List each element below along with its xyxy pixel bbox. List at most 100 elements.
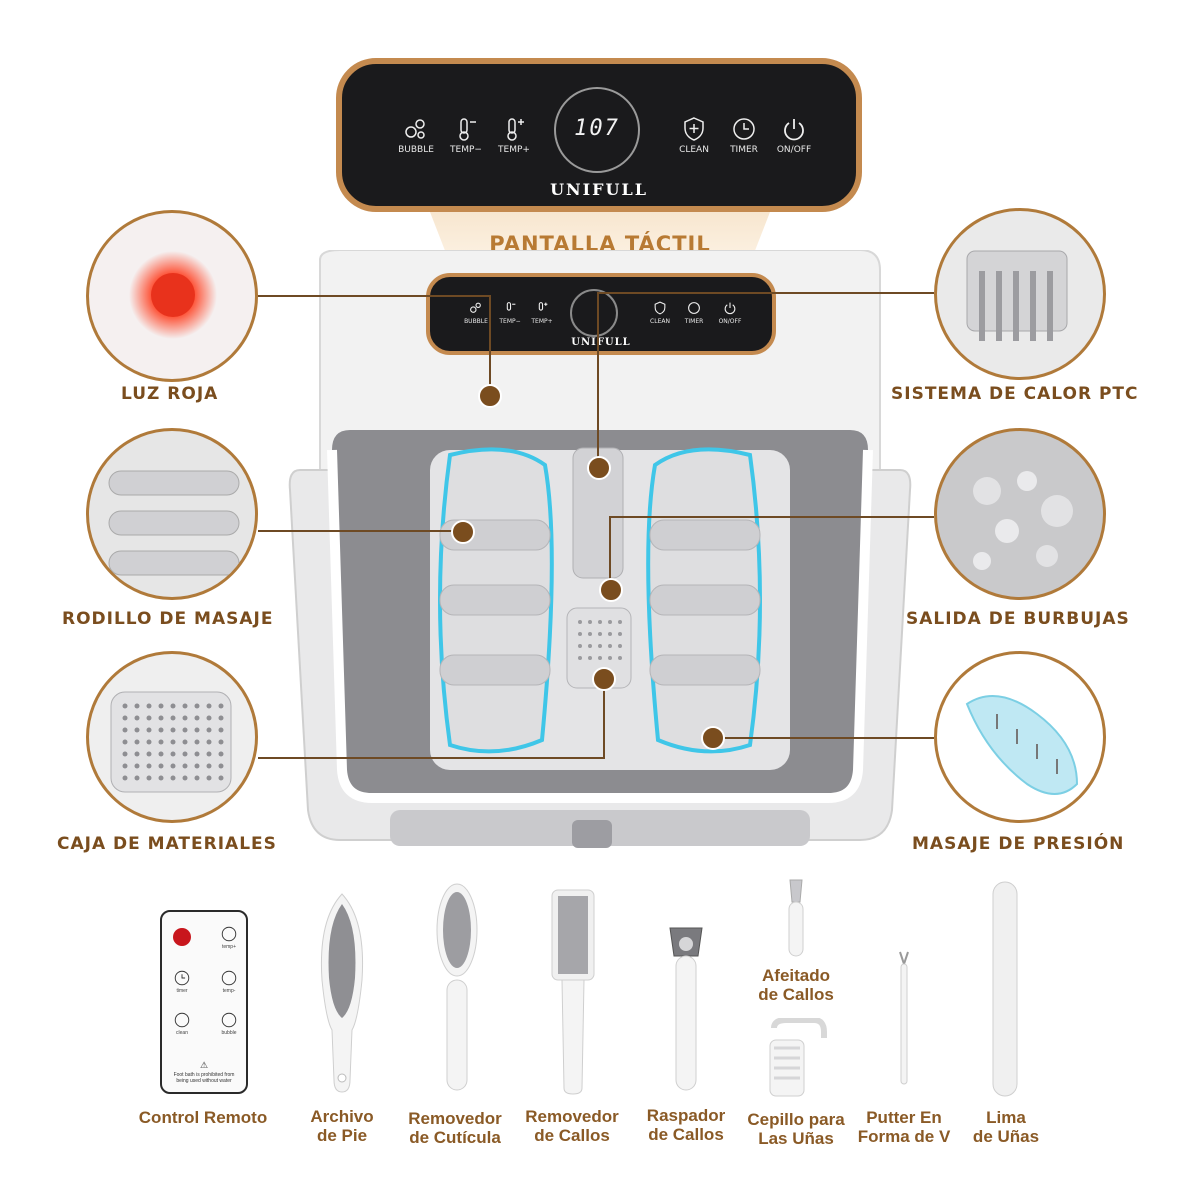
connector-pressure xyxy=(712,737,934,739)
onoff-label: ON/OFF xyxy=(776,145,812,155)
perforation-hole xyxy=(158,727,164,733)
nail-brush-line2: Las Uñas xyxy=(758,1129,834,1148)
foot-file-line2: de Pie xyxy=(316,1126,368,1145)
perforation-hole xyxy=(194,739,200,745)
temperature-display: 107 xyxy=(554,87,640,173)
pressure-marker xyxy=(701,726,725,750)
control-panel-zoom: BUBBLE TEMP− TEMP+ 107 CLEAN xyxy=(336,58,862,212)
perforation-hole xyxy=(122,775,128,781)
red-light-photo xyxy=(86,210,258,382)
nail-file-tool xyxy=(992,881,1018,1097)
brand-logo: UNIFULL xyxy=(550,180,648,199)
perforation-hole xyxy=(194,751,200,757)
callus-remover-tool xyxy=(551,889,595,1095)
temp-minus-label: TEMP− xyxy=(450,145,482,155)
thermometer-minus-icon xyxy=(506,302,516,311)
perforation-hole xyxy=(218,715,224,721)
perforation-hole xyxy=(170,703,176,709)
perforation-hole xyxy=(206,703,212,709)
device-bubble-button[interactable]: BUBBLE xyxy=(458,301,494,325)
perforation-hole xyxy=(122,739,128,745)
ptc-heat-photo xyxy=(934,208,1106,380)
remote-warning-icon: ⚠ xyxy=(200,1060,209,1070)
callus-remover-label: Removedor de Callos xyxy=(525,1107,619,1145)
device-onoff-button[interactable]: ON/OFF xyxy=(710,301,750,325)
nail-file-line1: Lima xyxy=(986,1108,1026,1127)
callus-scraper-tool xyxy=(669,927,703,1091)
perforation-hole xyxy=(194,703,200,709)
device-timer-button[interactable]: TIMER xyxy=(676,301,712,325)
timer-label: TIMER xyxy=(730,145,758,155)
onoff-button[interactable]: ON/OFF xyxy=(770,116,818,155)
perforation-hole xyxy=(218,763,224,769)
ptc-heat-label: SISTEMA DE CALOR PTC xyxy=(891,384,1139,404)
connector-bubble xyxy=(610,516,934,518)
cuticle-remover-tool xyxy=(436,883,478,1091)
perforation-hole xyxy=(194,775,200,781)
pressure-massage-icon xyxy=(965,695,1079,795)
perforation-hole xyxy=(134,703,140,709)
device-temp-plus-button[interactable]: TEMP+ xyxy=(524,301,560,325)
perforation-hole xyxy=(134,775,140,781)
perforation-hole xyxy=(218,775,224,781)
remote-clean: clean xyxy=(170,1012,194,1036)
power-icon xyxy=(784,119,804,141)
device-temp-plus-label: TEMP+ xyxy=(531,318,553,325)
shield-icon xyxy=(174,1012,190,1028)
bubble-outlet-label: SALIDA DE BURBUJAS xyxy=(906,609,1130,629)
perforation-hole xyxy=(182,727,188,733)
red-light-label: LUZ ROJA xyxy=(121,384,219,404)
timer-button[interactable]: TIMER xyxy=(722,116,766,155)
connector-material-box xyxy=(258,757,604,759)
remote-temp-plus: temp+ xyxy=(217,926,241,950)
thermometer-plus-icon xyxy=(538,302,548,311)
connector-red-light xyxy=(258,295,490,297)
cuticle-label: Removedor de Cutícula xyxy=(408,1109,502,1147)
device-temp-minus-label: TEMP− xyxy=(499,318,521,325)
callus-remover-line2: de Callos xyxy=(534,1126,610,1145)
remote-clean-label: clean xyxy=(176,1030,188,1036)
foot-file-label: Archivo de Pie xyxy=(310,1107,373,1145)
callus-scraper-line1: Raspador xyxy=(646,1106,726,1125)
perforation-hole xyxy=(206,727,212,733)
clock-icon xyxy=(174,970,190,986)
foot-file-line1: Archivo xyxy=(310,1107,374,1126)
device-clean-button[interactable]: CLEAN xyxy=(642,301,678,325)
device-brand-logo: UNIFULL xyxy=(571,337,631,348)
perforation-hole xyxy=(194,763,200,769)
perforation-hole xyxy=(134,763,140,769)
remote-warning: Foot bath is prohibited from being used … xyxy=(173,1072,235,1084)
perforation-hole xyxy=(146,763,152,769)
perforation-hole xyxy=(218,739,224,745)
material-box-icon xyxy=(110,691,232,793)
device-bubble-label: BUBBLE xyxy=(464,318,488,325)
remote-control: temp+ timer temp- clean bubble ⚠ Foot ba… xyxy=(160,910,248,1094)
bubble-button[interactable]: BUBBLE xyxy=(394,116,438,155)
remote-temp-minus-label: temp- xyxy=(222,988,236,994)
connector-red-light-v xyxy=(489,295,491,395)
device-temp-minus-button[interactable]: TEMP− xyxy=(492,301,528,325)
perforation-hole xyxy=(122,703,128,709)
temp-minus-button[interactable]: TEMP− xyxy=(444,116,488,155)
material-box-marker xyxy=(592,667,616,691)
temp-plus-button[interactable]: TEMP+ xyxy=(492,116,536,155)
perforation-hole xyxy=(158,739,164,745)
perforation-hole xyxy=(146,727,152,733)
remote-temp-minus: temp- xyxy=(217,970,241,994)
thermometer-minus-icon xyxy=(221,970,237,986)
roller-icon xyxy=(108,470,240,576)
perforation-hole xyxy=(134,727,140,733)
callus-remover-line1: Removedor xyxy=(525,1107,619,1126)
shield-plus-icon xyxy=(654,301,666,315)
perforation-hole xyxy=(218,727,224,733)
red-light-icon xyxy=(129,251,217,339)
perforation-hole xyxy=(170,751,176,757)
clean-button[interactable]: CLEAN xyxy=(672,116,716,155)
perforation-hole xyxy=(182,763,188,769)
callus-shaver-line1: Afeitado xyxy=(762,966,830,985)
thermometer-minus-icon xyxy=(459,118,476,141)
perforation-hole xyxy=(206,751,212,757)
foot-file-tool xyxy=(320,893,364,1093)
remote-label: Control Remoto xyxy=(138,1108,268,1127)
perforation-hole xyxy=(182,775,188,781)
